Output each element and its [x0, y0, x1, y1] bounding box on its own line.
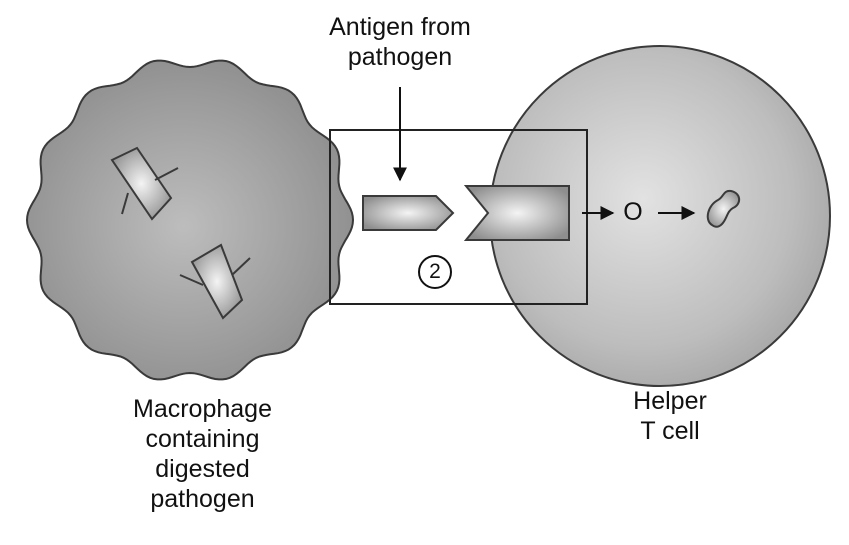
step-number-badge: 2	[418, 255, 452, 289]
antigen-fragment	[362, 195, 455, 231]
macrophage-label-line: containing	[145, 425, 260, 453]
signal-molecule-label: O	[623, 198, 643, 226]
t-cell-receptor	[463, 185, 570, 241]
cytokine-blob	[706, 189, 741, 228]
helper-t-cell-label: Helper T cell	[580, 386, 760, 446]
antigen-label: Antigen from pathogen	[290, 12, 510, 72]
macrophage-cell	[25, 59, 355, 381]
digested-pathogen-fragment	[110, 146, 179, 221]
helper-t-cell-label-line: Helper	[633, 387, 707, 415]
digested-pathogen-fragment	[179, 243, 251, 320]
macrophage-label-line: pathogen	[150, 485, 255, 513]
antigen-label-line: Antigen from	[329, 13, 471, 41]
highlight-box	[329, 129, 588, 305]
macrophage-label-line: Macrophage	[133, 395, 272, 423]
macrophage-label: Macrophage containing digested pathogen	[80, 394, 325, 514]
helper-t-cell-label-line: T cell	[640, 417, 700, 445]
antigen-label-line: pathogen	[347, 43, 453, 71]
macrophage-label-line: digested	[155, 455, 250, 483]
